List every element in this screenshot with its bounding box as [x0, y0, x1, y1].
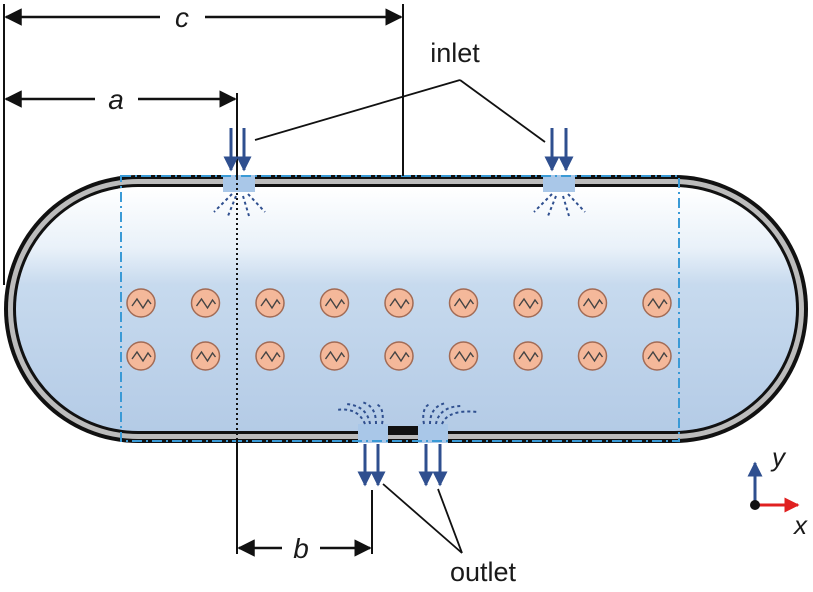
heater-element: [190, 341, 221, 371]
heater-wave-icon: [518, 350, 539, 363]
outlet-label: outlet: [450, 557, 517, 587]
origin-dot: [750, 500, 760, 510]
heater-element: [255, 288, 285, 318]
inlet-port-left: [223, 175, 255, 192]
heater-element: [319, 288, 350, 318]
dim-c-label: c: [175, 2, 189, 33]
heater-element: [577, 288, 608, 318]
heater-wave-icon: [131, 350, 152, 363]
inlet-label: inlet: [430, 38, 480, 68]
outlet-swirl-left: [335, 401, 384, 425]
outlet-swirl-right: [422, 402, 479, 425]
heater-wave-icon: [647, 350, 668, 363]
axis-x-label: x: [792, 510, 808, 540]
heater-wave-icon: [324, 297, 346, 310]
inlet-leader-lines: [254, 79, 546, 143]
inlet-spray-right: [533, 193, 586, 217]
heater-wave-icon: [389, 350, 410, 363]
heater-element: [126, 288, 156, 318]
outlet-arrows-left: [357, 444, 386, 487]
heater-element: [642, 288, 672, 318]
heater-element: [255, 341, 285, 371]
heater-wave-icon: [324, 350, 346, 363]
heater-wave-icon: [195, 297, 217, 310]
outlet-arrows-right: [418, 444, 448, 487]
heater-element: [384, 288, 414, 318]
outlet-port-right: [418, 424, 448, 443]
heater-element: [319, 341, 350, 371]
heater-wave-icon: [260, 350, 281, 363]
heater-wave-icon: [647, 297, 668, 310]
inlet-arrows-right: [544, 128, 574, 172]
domain-outline: [120, 175, 680, 442]
heater-element: [384, 341, 414, 371]
heater-element: [642, 341, 672, 371]
heater-wave-icon: [582, 297, 604, 310]
heater-wave-icon: [453, 297, 475, 310]
inlet-port-right: [543, 175, 575, 192]
inlet-arrows-left: [223, 128, 252, 172]
heater-wave-icon: [582, 350, 604, 363]
heater-element: [448, 341, 479, 371]
axis-y-label: y: [770, 442, 787, 472]
heater-wave-icon: [518, 297, 539, 310]
heater-element: [577, 341, 608, 371]
heater-element: [190, 288, 221, 318]
heater-element: [126, 341, 156, 371]
inlet-spray-left: [213, 193, 266, 217]
outlet-port-left: [358, 424, 388, 443]
heater-array: [126, 288, 672, 371]
heater-wave-icon: [131, 297, 152, 310]
heater-wave-icon: [260, 297, 281, 310]
coordinate-axes: y x: [747, 442, 808, 540]
heater-element: [513, 288, 543, 318]
heater-wave-icon: [195, 350, 217, 363]
dim-a-label: a: [108, 84, 124, 115]
heater-element: [513, 341, 543, 371]
dim-b-label: b: [293, 533, 309, 564]
outlet-leader-lines: [382, 483, 463, 554]
outlet-divider: [388, 426, 418, 435]
heater-wave-icon: [453, 350, 475, 363]
heater-element: [448, 288, 479, 318]
heater-wave-icon: [389, 297, 410, 310]
